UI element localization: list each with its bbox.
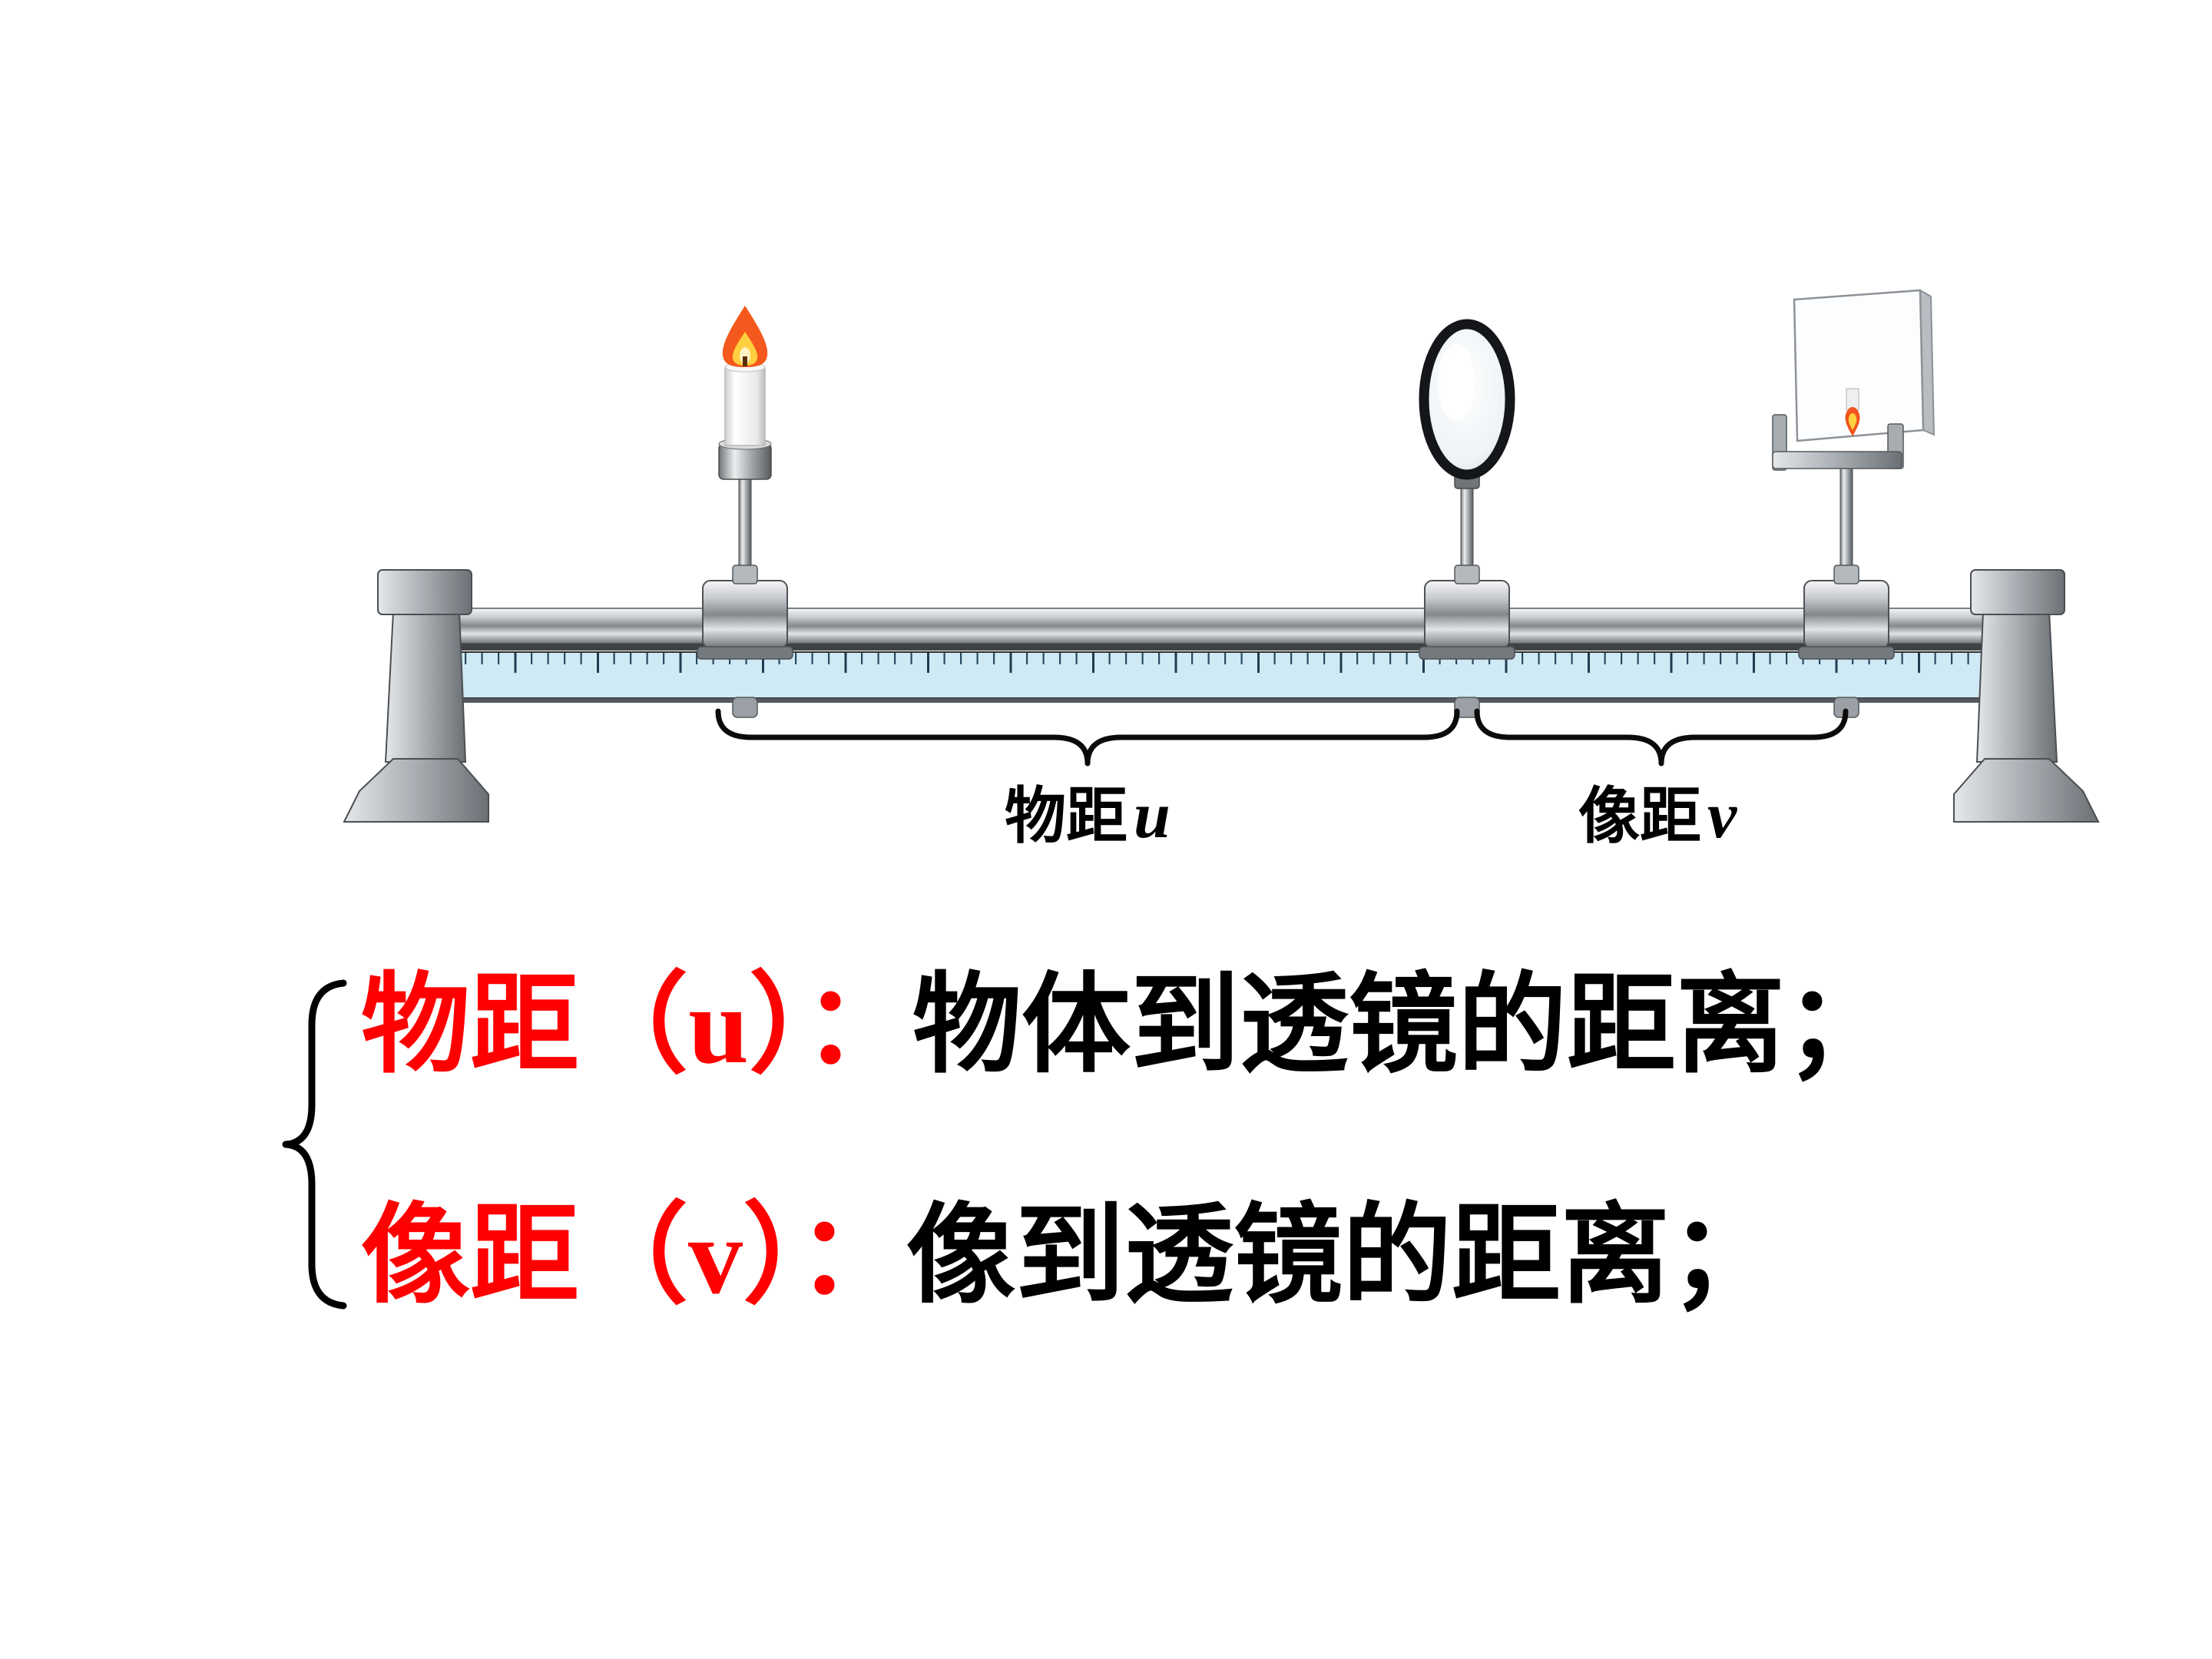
- object-distance-symbol: u: [1134, 778, 1171, 852]
- lens-rider-lip: [1419, 646, 1515, 660]
- object-distance-definition-text: 物体到透镜的距离；: [912, 965, 1894, 1086]
- screen-assembly: [1772, 289, 1936, 718]
- bench-leg-left: [343, 569, 489, 823]
- image-distance-definition-text: 像到透镜的距离；: [906, 1195, 1779, 1316]
- leg-left-cap: [377, 569, 472, 615]
- object-distance-brace-icon: [715, 708, 1460, 767]
- bench-rail: [414, 608, 2032, 644]
- lens-rider-knob: [1454, 697, 1480, 718]
- lens-rod: [1460, 483, 1474, 574]
- definition-object-distance: 物距（u）：物体到透镜的距离；: [361, 952, 1894, 1100]
- screen-panel: [1793, 289, 1925, 442]
- candle-flame-core: [740, 347, 750, 364]
- screen-rider-lip: [1798, 646, 1895, 660]
- image-distance-term-text: 像距（v）：: [361, 1195, 906, 1316]
- distance-annotations: 物距 u 像距 v: [715, 708, 1849, 852]
- screen-rod-collar: [1833, 565, 1859, 584]
- ruler-ticks-major: [432, 653, 2012, 697]
- bench-leg-right: [1953, 569, 2100, 823]
- screen-rider: [1803, 580, 1889, 649]
- image-distance-brace-icon: [1474, 708, 1849, 767]
- definitions-brace-icon: [282, 979, 347, 1310]
- object-distance-term-text: 物距（u）：: [361, 965, 912, 1086]
- candle-assembly: [697, 306, 793, 718]
- candle-rod: [738, 477, 752, 574]
- lens-rod-collar: [1454, 565, 1480, 584]
- candle-rider-knob: [732, 697, 758, 718]
- leg-left-foot: [343, 758, 489, 823]
- lens-rider: [1424, 580, 1510, 649]
- leg-left-body: [384, 611, 467, 763]
- ruler-bottom-edge: [430, 698, 2014, 703]
- image-flame-inner: [1848, 413, 1857, 430]
- definition-image-distance: 像距（v）：像到透镜的距离；: [361, 1183, 1779, 1330]
- candle-rider: [702, 580, 788, 649]
- candle-rod-collar: [732, 565, 758, 584]
- candle-body: [724, 366, 766, 446]
- screen-rod: [1839, 468, 1853, 574]
- image-distance-label: 像距: [1578, 782, 1701, 850]
- screen-bracket-arm: [1772, 451, 1902, 469]
- bench-rail-shadow: [415, 644, 2031, 651]
- candle-rider-lip: [697, 646, 793, 660]
- leg-right-foot: [1953, 758, 2100, 823]
- candle-wick: [743, 356, 747, 366]
- image-candle-body: [1846, 388, 1859, 411]
- leg-right-body: [1975, 611, 2058, 763]
- optical-bench: [343, 569, 2100, 823]
- lens-assembly: [1419, 319, 1515, 718]
- image-distance-symbol: v: [1707, 778, 1737, 852]
- leg-right-cap: [1970, 569, 2065, 615]
- lens-highlight: [1438, 344, 1475, 421]
- inverted-candle-image-icon: [1845, 388, 1860, 436]
- object-distance-label: 物距: [1005, 782, 1128, 850]
